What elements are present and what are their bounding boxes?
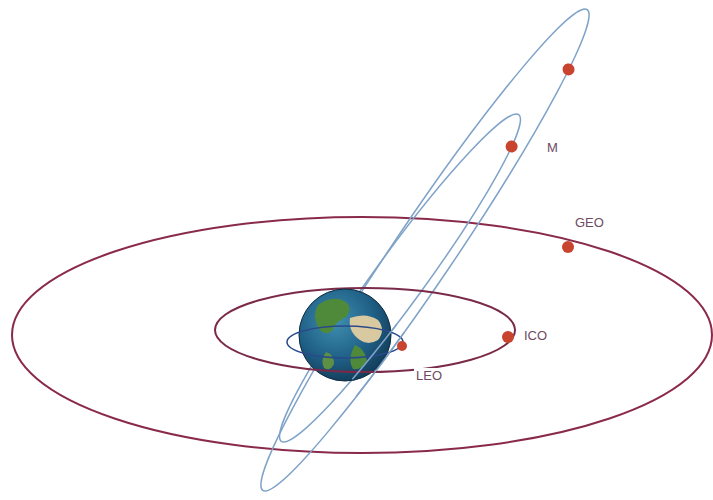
inclined-orbit-inner: [261, 100, 539, 456]
inclined-orbit-outer: [238, 0, 612, 500]
inclined-orbit-inner-front: [352, 323, 396, 382]
orbit-label: GEO: [573, 215, 606, 230]
geo-orbit: [12, 217, 712, 453]
geo-satellite: [562, 241, 574, 253]
leo-orbit: [287, 326, 403, 358]
orbit-label: M: [545, 140, 560, 155]
leo-satellite: [397, 341, 407, 351]
orbit-label: ICO: [522, 328, 549, 343]
inclined-orbit-outer-front: [356, 330, 404, 399]
earth: [299, 289, 391, 381]
orbit-label: LEO: [414, 368, 444, 383]
ico-satellite: [502, 331, 514, 343]
ico-orbit-front: [215, 330, 515, 372]
